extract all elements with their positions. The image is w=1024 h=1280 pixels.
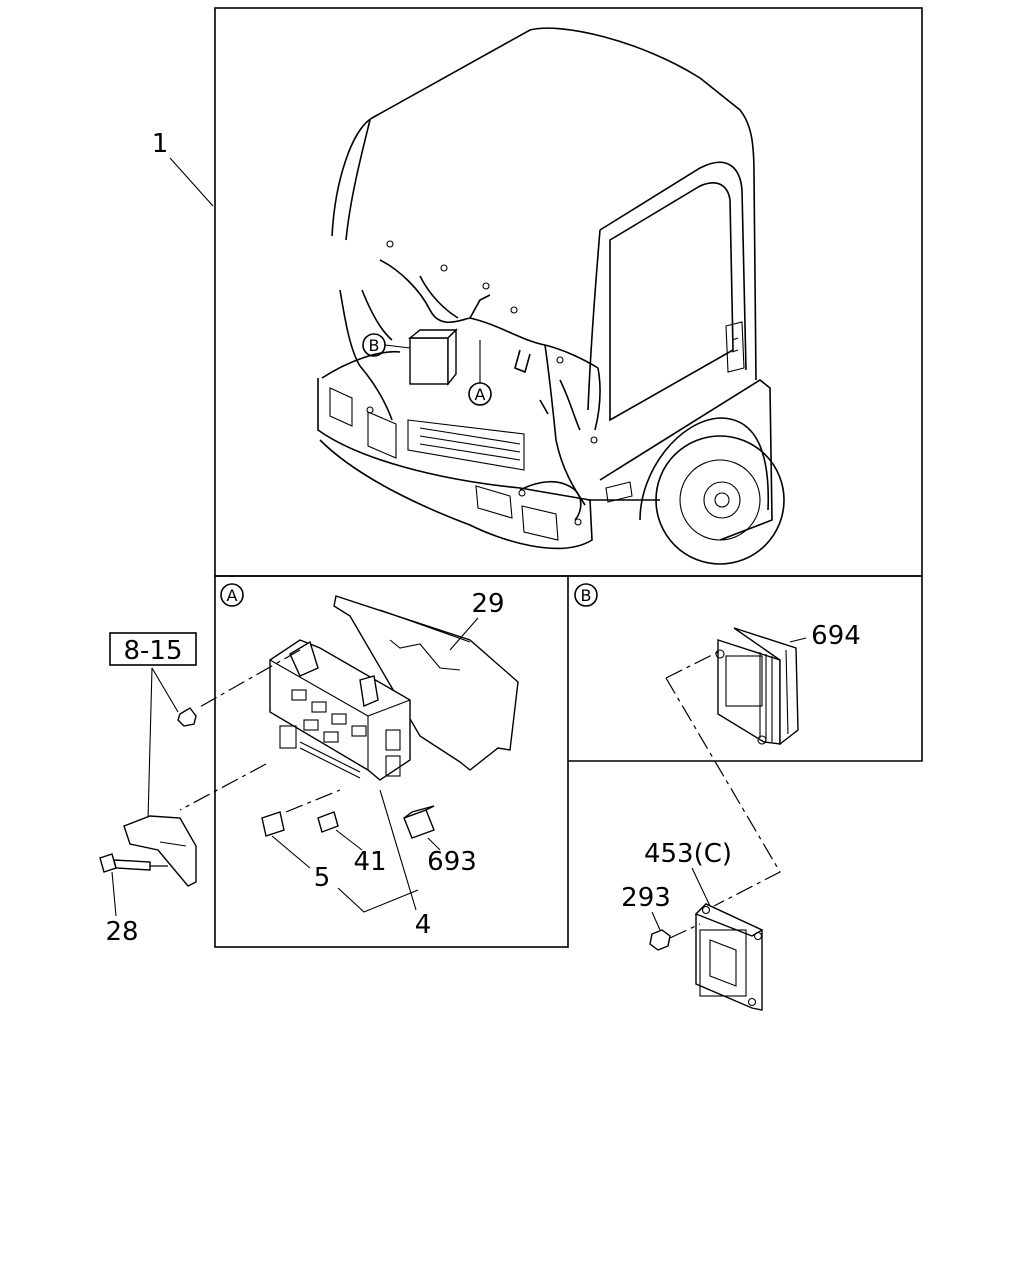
svg-text:5: 5 [314, 863, 331, 893]
callout-694: 694 [789, 621, 861, 651]
svg-text:694: 694 [811, 621, 861, 651]
callout-8-15: 8-15 [109, 632, 197, 821]
ecu-module-694 [715, 627, 799, 746]
fuse-relay-box [269, 639, 411, 781]
fuse-box-cover [333, 595, 519, 771]
fuse-part-5 [261, 811, 285, 837]
svg-text:293: 293 [621, 883, 671, 913]
detail-marker-a-main: A [468, 340, 492, 406]
fuse-part-41 [317, 811, 339, 833]
callout-453c: 453(C) [644, 839, 732, 907]
svg-text:28: 28 [105, 917, 138, 947]
callout-5: 5 [271, 835, 331, 893]
nut-293 [649, 923, 701, 951]
detail-marker-b-panel: B [574, 583, 598, 607]
callout-4: 4 [337, 789, 432, 940]
svg-text:1: 1 [152, 129, 169, 159]
callout-693: 693 [427, 837, 477, 877]
svg-text:41: 41 [353, 847, 386, 877]
callout-293: 293 [621, 883, 671, 931]
detail-marker-b-main: B [362, 333, 411, 357]
detail-b-panel: B 694 [574, 583, 861, 746]
bracket-assembly: 8-15 28 [99, 632, 197, 947]
detail-marker-a-panel: A [220, 583, 244, 607]
truck-cab-illustration [317, 27, 785, 565]
svg-text:A: A [227, 586, 238, 605]
callout-28: 28 [105, 871, 139, 947]
svg-text:29: 29 [471, 589, 504, 619]
svg-text:A: A [475, 385, 486, 404]
svg-text:693: 693 [427, 847, 477, 877]
callout-1: 1 [152, 129, 214, 207]
callout-41: 41 [335, 829, 387, 877]
panel-frames [214, 7, 923, 948]
wiring-harness [339, 240, 601, 526]
svg-text:4: 4 [415, 910, 432, 940]
relay-693 [403, 805, 435, 839]
detail-a-panel: A [179, 583, 519, 940]
svg-text:8-15: 8-15 [123, 636, 182, 666]
svg-text:B: B [369, 336, 380, 355]
control-unit-453c [665, 649, 781, 1011]
svg-text:B: B [581, 586, 592, 605]
callout-29: 29 [449, 589, 505, 651]
svg-text:453(C): 453(C) [644, 839, 732, 869]
